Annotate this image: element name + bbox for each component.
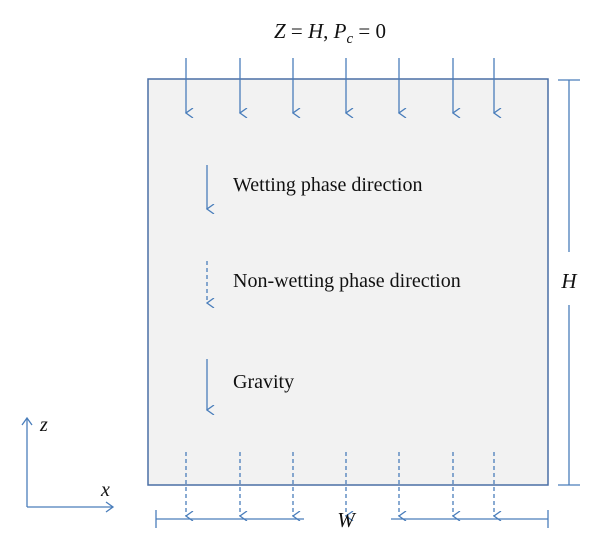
gravity-label: Gravity [233,371,294,393]
height-label: H [560,269,578,293]
top-inflow-arrows [186,58,494,113]
width-dimension [155,510,549,528]
top-boundary-label: Z = H, Pc = 0 [274,19,386,47]
porous-domain [147,78,549,486]
x-axis-label: x [100,479,110,501]
height-dimension [558,79,580,486]
nonwetting-direction-label: Non-wetting phase direction [233,270,461,292]
coordinate-axes [21,416,115,513]
width-label: W [337,508,357,532]
z-axis-label: z [39,414,48,436]
bottom-outflow-arrows [186,452,494,516]
wetting-direction-label: Wetting phase direction [233,174,422,196]
